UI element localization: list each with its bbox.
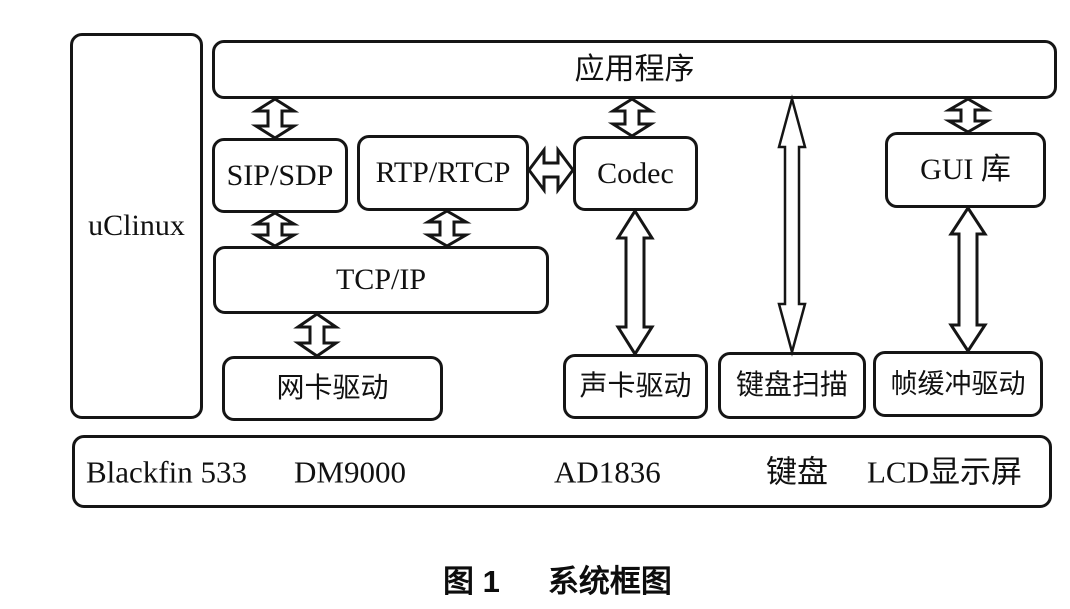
figure-caption-label: 图 1 — [443, 564, 500, 599]
arrow-app-keyboardscan — [777, 94, 807, 357]
node-rtp-rtcp-label: RTP/RTCP — [375, 156, 511, 189]
node-uclinux-label: uClinux — [88, 209, 185, 242]
hw-keyboard: 键盘 — [766, 454, 828, 489]
node-gui-lib: GUI 库 — [885, 132, 1046, 208]
node-gui-lib-label: GUI 库 — [920, 153, 1011, 186]
node-codec: Codec — [573, 136, 698, 211]
arrow-guilib-framebuffer — [948, 205, 988, 354]
node-application-label: 应用程序 — [574, 52, 695, 86]
node-keyboard-scan-label: 键盘扫描 — [735, 369, 848, 401]
hw-lcd: LCD显示屏 — [867, 454, 1022, 489]
hw-blackfin: Blackfin 533 — [86, 454, 247, 489]
node-framebuffer-driver: 帧缓冲驱动 — [873, 351, 1043, 417]
node-codec-label: Codec — [597, 156, 674, 190]
arrow-app-guilib — [943, 97, 993, 134]
arrow-sipsdp-tcpip — [250, 211, 300, 248]
arrow-tcpip-nicdriver — [293, 312, 341, 358]
node-tcp-ip: TCP/IP — [213, 246, 549, 314]
node-keyboard-scan: 键盘扫描 — [718, 352, 866, 419]
figure-caption-title: 系统框图 — [547, 564, 672, 599]
arrow-app-codec — [607, 97, 657, 138]
node-sip-sdp-label: SIP/SDP — [226, 158, 334, 192]
node-sound-driver: 声卡驱动 — [563, 354, 708, 419]
figure-caption: 图 1 系统框图 — [443, 556, 672, 601]
node-framebuffer-driver-label: 帧缓冲驱动 — [890, 368, 1026, 399]
hw-ad1836: AD1836 — [554, 454, 661, 489]
arrow-rtprtcp-codec — [527, 145, 575, 195]
node-rtp-rtcp: RTP/RTCP — [357, 135, 529, 211]
arrow-app-sipsdp — [250, 97, 300, 140]
arrow-rtprtcp-tcpip — [422, 209, 472, 248]
node-application: 应用程序 — [212, 40, 1057, 99]
node-tcp-ip-label: TCP/IP — [335, 263, 427, 296]
node-uclinux: uClinux — [70, 33, 203, 419]
arrow-codec-sounddriver — [615, 208, 655, 357]
node-nic-driver: 网卡驱动 — [222, 356, 443, 421]
node-nic-driver-label: 网卡驱动 — [276, 372, 389, 404]
hardware-platform-bar: Blackfin 533 DM9000 AD1836 键盘 LCD显示屏 — [72, 435, 1052, 508]
hw-dm9000: DM9000 — [294, 454, 406, 489]
node-sound-driver-label: 声卡驱动 — [579, 370, 692, 402]
node-sip-sdp: SIP/SDP — [212, 138, 348, 213]
